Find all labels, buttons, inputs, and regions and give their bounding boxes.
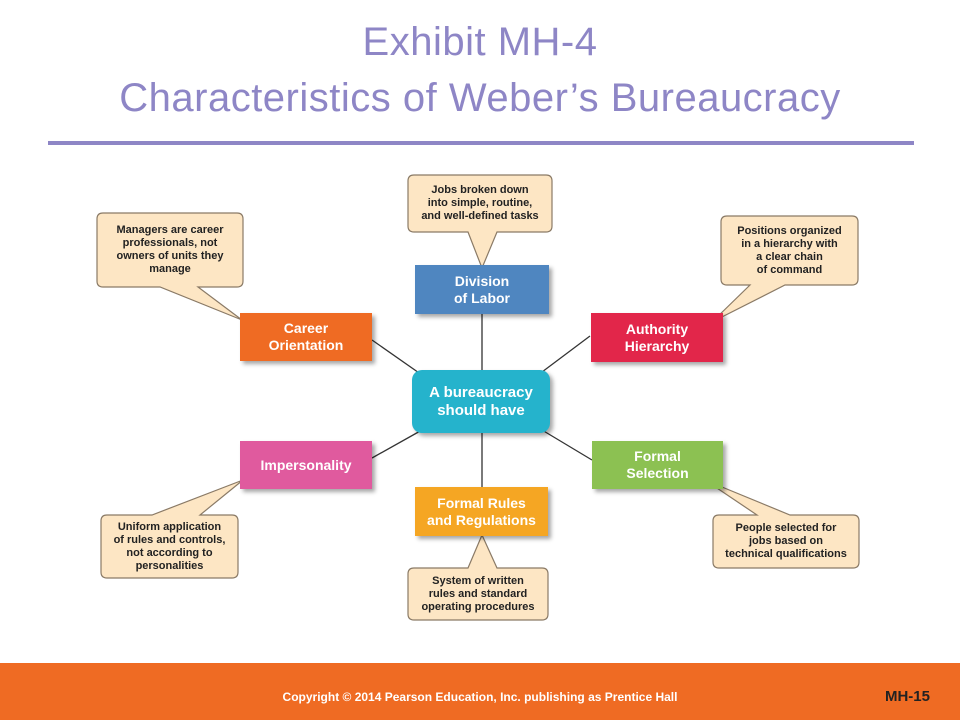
callout-division-shape	[407, 174, 553, 270]
copyright-text: Copyright © 2014 Pearson Education, Inc.…	[282, 690, 678, 704]
connector-authority	[541, 335, 591, 373]
callout-formal-rules-text: System of written rules and standard ope…	[421, 574, 535, 613]
callout-impersonality-shape	[100, 479, 244, 579]
diagram-canvas	[96, 174, 860, 621]
node-authority-hierarchy: Authority Hierarchy	[591, 313, 723, 362]
page-number: MH-15	[884, 688, 930, 705]
callout-formal-rules-shape	[407, 533, 549, 621]
connector-lines	[371, 314, 593, 487]
connector-formal-selection	[541, 429, 593, 461]
connector-impersonality	[371, 429, 423, 459]
node-center-bureaucracy: A bureaucracy should have	[412, 370, 550, 433]
node-formal-selection: Formal Selection	[592, 441, 723, 489]
node-impersonality: Impersonality	[240, 441, 372, 489]
node-division-of-labor: Division of Labor	[415, 265, 549, 314]
callout-division-text: Jobs broken down into simple, routine, a…	[421, 184, 539, 222]
connector-career	[371, 339, 423, 376]
title-divider	[48, 141, 914, 145]
callout-career-shape	[96, 212, 244, 321]
slide-title-line-1: Exhibit MH-4	[362, 20, 598, 64]
callout-formal-selection-shape	[704, 479, 860, 569]
node-formal-rules: Formal Rules and Regulations	[415, 487, 548, 536]
slide-title-line-2: Characteristics of Weber’s Bureaucracy	[119, 76, 841, 120]
callout-authority-text: Positions organized in a hierarchy with …	[737, 224, 842, 276]
callout-formal-selection-text: People selected for jobs based on techni…	[725, 522, 847, 560]
node-career-orientation: Career Orientation	[240, 313, 372, 361]
callout-career-text: Managers are career professionals, not o…	[116, 224, 224, 275]
callout-impersonality-text: Uniform application of rules and control…	[113, 520, 226, 572]
callout-authority-shape	[711, 215, 859, 323]
footer-bar	[0, 663, 960, 720]
